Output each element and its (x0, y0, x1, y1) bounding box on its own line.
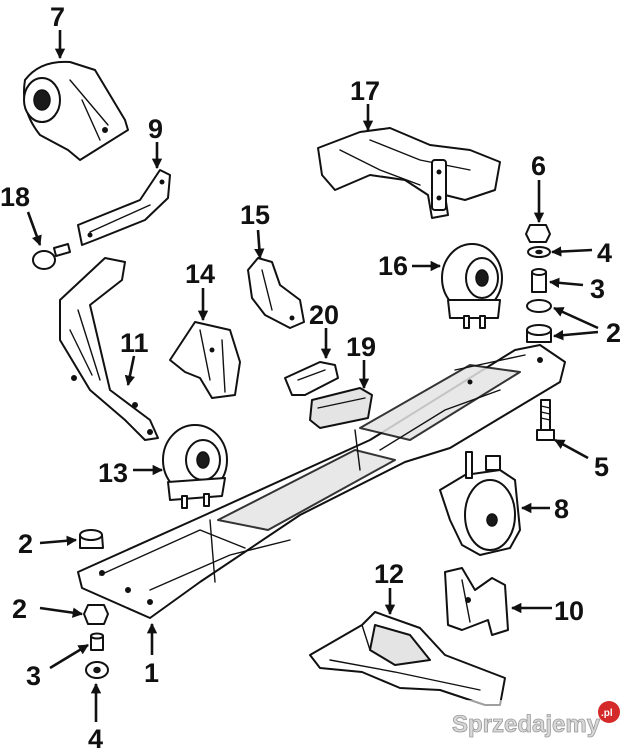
callout-19: 19 (346, 332, 376, 362)
callout-2-right: 2 (606, 318, 621, 348)
part-washer-4-left (85, 661, 109, 679)
part-washer-4-right (527, 246, 551, 258)
callout-20: 20 (309, 300, 339, 330)
part-mount-13 (162, 424, 228, 509)
callout-4-left: 4 (88, 724, 103, 754)
leader-lines (26, 30, 599, 722)
callout-1: 1 (144, 658, 159, 688)
callout-16: 16 (378, 251, 408, 281)
callout-5: 5 (594, 452, 609, 482)
callout-2-left-upper: 2 (18, 529, 33, 559)
callout-3-left: 3 (26, 661, 41, 691)
part-pad-19 (309, 387, 373, 429)
part-nut-6 (525, 224, 551, 243)
part-crossmember (77, 344, 566, 619)
part-bushing-2-right-lower (526, 324, 552, 343)
callout-10: 10 (554, 596, 584, 626)
part-plate-12 (309, 611, 506, 706)
part-bushing-2-right-upper (526, 299, 552, 313)
part-bracket-14 (169, 321, 241, 399)
callout-2-left-lower: 2 (12, 594, 27, 624)
callout-17: 17 (350, 76, 380, 106)
watermark-badge (598, 701, 620, 723)
part-mount-16 (441, 243, 503, 329)
part-shield-17 (317, 127, 501, 219)
part-engine-mount-7 (23, 60, 129, 161)
part-bracket-15 (247, 257, 305, 329)
callout-18: 18 (0, 182, 30, 212)
part-stud-18 (32, 243, 71, 270)
part-bushing-2-left-upper (79, 529, 104, 549)
callout-12: 12 (374, 559, 404, 589)
part-bracket-10 (444, 567, 509, 636)
callout-labels: 7 9 18 11 14 15 17 6 4 3 2 16 20 19 5 13… (0, 2, 621, 754)
callout-9: 9 (148, 114, 163, 144)
callout-7: 7 (50, 2, 65, 32)
callout-11: 11 (120, 328, 149, 358)
part-bolt-5 (536, 399, 555, 441)
part-bracket-20 (284, 361, 339, 396)
part-arm-bracket-11 (59, 257, 159, 441)
part-sleeve-3-right (531, 268, 547, 293)
callout-15: 15 (240, 200, 270, 230)
part-bracket-9 (77, 169, 171, 246)
watermark-text: Sprzedajemy (452, 711, 601, 738)
callout-8: 8 (554, 494, 569, 524)
part-mount-8 (439, 451, 521, 556)
watermark: Sprzedajemy .pl (448, 700, 638, 744)
callout-14: 14 (185, 259, 215, 289)
watermark-badge-text: .pl (601, 708, 613, 719)
callout-6: 6 (531, 151, 546, 181)
part-sleeve-3-left (90, 632, 104, 651)
part-bushing-2-left-lower (83, 604, 109, 625)
callout-4-right: 4 (597, 238, 612, 268)
callout-13: 13 (98, 458, 128, 488)
callout-3-right: 3 (590, 274, 605, 304)
